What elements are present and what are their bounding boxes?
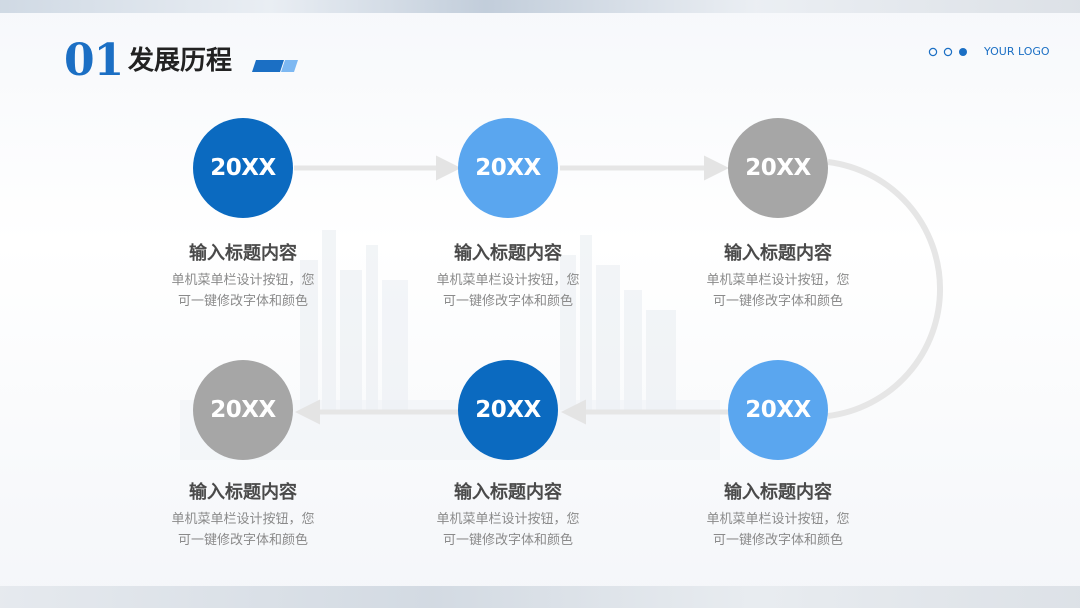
year-circle: 20XX: [458, 360, 558, 460]
step-description-line1: 单机菜单栏设计按钮，您: [706, 273, 850, 288]
step-description-line1: 单机菜单栏设计按钮，您: [706, 512, 850, 527]
step-description-line1: 单机菜单栏设计按钮，您: [171, 512, 315, 527]
year-circle: 20XX: [458, 118, 558, 218]
step-title: 输入标题内容: [454, 243, 562, 264]
step-title: 输入标题内容: [189, 243, 297, 264]
step-description-line1: 单机菜单栏设计按钮，您: [436, 512, 580, 527]
step-title: 输入标题内容: [724, 482, 832, 503]
year-circle: 20XX: [193, 118, 293, 218]
top-decor-band: [0, 0, 1080, 13]
step-title: 输入标题内容: [189, 482, 297, 503]
page-title: 发展历程: [128, 46, 233, 76]
step-description-line1: 单机菜单栏设计按钮，您: [436, 273, 580, 288]
step-description-line2: 可一键修改字体和颜色: [177, 533, 308, 548]
step-description-line2: 可一键修改字体和颜色: [442, 294, 573, 309]
bottom-decor-band: [0, 586, 1080, 608]
year-circle: 20XX: [728, 118, 828, 218]
section-number: 01: [64, 35, 124, 86]
step-title: 输入标题内容: [724, 243, 832, 264]
step-description-line2: 可一键修改字体和颜色: [712, 294, 843, 309]
logo-text: YOUR LOGO: [984, 45, 1050, 58]
title-accent-bars: [252, 60, 298, 72]
step-description-line2: 可一键修改字体和颜色: [177, 294, 308, 309]
step-title: 输入标题内容: [454, 482, 562, 503]
connector-3-4: [827, 159, 944, 419]
logo-dots-icon: [928, 47, 967, 57]
step-description-line1: 单机菜单栏设计按钮，您: [171, 273, 315, 288]
step-description-line2: 可一键修改字体和颜色: [712, 533, 843, 548]
step-description-line2: 可一键修改字体和颜色: [442, 533, 573, 548]
year-circle: 20XX: [193, 360, 293, 460]
year-circle: 20XX: [728, 360, 828, 460]
